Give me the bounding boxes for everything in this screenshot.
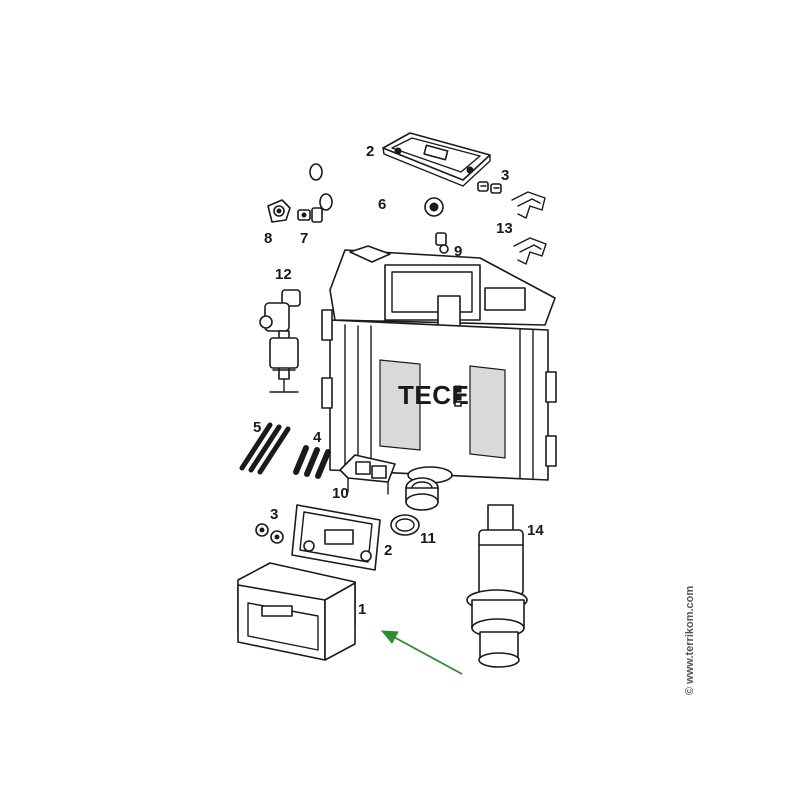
- label-2-bottom: 2: [384, 542, 392, 559]
- part-1-box-frame: [237, 562, 356, 661]
- label-3-top: 3: [501, 167, 509, 184]
- watermark-text: © www.terrikom.com: [684, 586, 696, 695]
- label-7: 7: [300, 230, 308, 247]
- label-11: 11: [420, 530, 436, 547]
- label-5: 5: [253, 419, 261, 436]
- part-13-brackets: [511, 191, 547, 265]
- part-7-fitting: [297, 207, 323, 223]
- part-11-seal-ring: [390, 477, 439, 536]
- part-2-mounting-plate-top: [382, 132, 491, 187]
- part-3-clips-bottom: [255, 523, 284, 544]
- cistern-body: TECE: [321, 245, 557, 484]
- label-13: 13: [496, 220, 513, 237]
- part-14-flush-valve: [466, 504, 528, 668]
- part-12-fill-valve: [259, 289, 301, 393]
- label-14: 14: [527, 522, 544, 539]
- label-4: 4: [313, 429, 322, 446]
- label-6: 6: [378, 196, 386, 213]
- label-1: 1: [358, 601, 366, 618]
- part-8-valve: [267, 199, 291, 223]
- label-12: 12: [275, 266, 292, 283]
- part-10-bracket: [339, 454, 396, 495]
- label-2-top: 2: [366, 143, 374, 160]
- part-2-mounting-plate-bottom: [291, 504, 381, 571]
- part-4-threaded-rods: [293, 445, 331, 479]
- part-5-rods: [239, 422, 291, 475]
- label-10: 10: [332, 485, 349, 502]
- part-6-flexible-hoses: [309, 163, 447, 246]
- part-3-clips-top: [477, 181, 502, 194]
- label-3-bottom: 3: [270, 506, 278, 523]
- pointer-arrow: [380, 630, 463, 675]
- part-9-seal: [439, 244, 449, 254]
- label-8: 8: [264, 230, 272, 247]
- label-9: 9: [454, 243, 462, 260]
